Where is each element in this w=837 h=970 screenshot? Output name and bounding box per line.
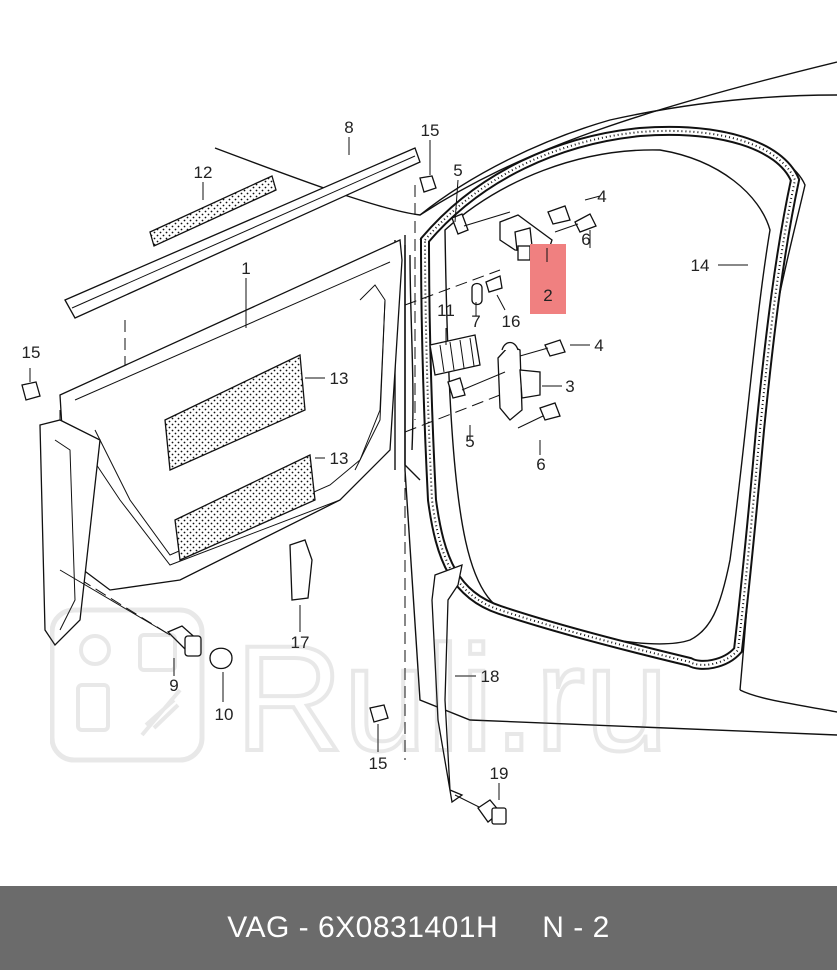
callout-6-mid: 6: [536, 455, 545, 474]
callout-2: 2: [543, 286, 552, 305]
part-10-cap: [209, 647, 233, 670]
door-shell: [39, 419, 171, 647]
callout-14: 14: [691, 256, 710, 275]
part-18-seal-strip: [431, 563, 464, 804]
part-13-pad-lower: [174, 454, 316, 561]
clips: [21, 175, 437, 723]
part-19-bolt: [454, 794, 507, 825]
callout-19: 19: [490, 764, 509, 783]
part-13-pad-upper: [164, 354, 306, 471]
callout-6-top: 6: [581, 230, 590, 249]
callout-5-top: 5: [453, 161, 462, 180]
callout-13-lower: 13: [330, 449, 349, 468]
callout-1: 1: [241, 259, 250, 278]
part-9-bolt: [166, 625, 202, 657]
callout-15-left: 15: [22, 343, 41, 362]
callout-16: 16: [502, 312, 521, 331]
part-11-stop: [429, 334, 481, 376]
callout-9: 9: [169, 676, 178, 695]
callout-10: 10: [215, 705, 234, 724]
callout-13-upper: 13: [330, 369, 349, 388]
part-8-strip: [64, 147, 421, 319]
callout-4-top: 4: [597, 187, 606, 206]
callout-11: 11: [437, 301, 455, 320]
callout-5-mid: 5: [465, 432, 474, 451]
callout-15-top: 15: [421, 121, 440, 140]
part-17-bracket: [289, 539, 313, 601]
callout-15-bottom: 15: [369, 754, 388, 773]
callout-12: 12: [194, 163, 213, 182]
part-2-highlight: [530, 244, 566, 314]
part-3-lower-hinge: [497, 341, 541, 421]
callout-3: 3: [565, 377, 574, 396]
part-number-label: VAG - 6X0831401H N - 2: [227, 911, 610, 944]
part-12-pad: [149, 175, 277, 247]
bolts: [447, 205, 597, 429]
footer-bar: VAG - 6X0831401H N - 2: [0, 886, 837, 970]
callout-18: 18: [481, 667, 500, 686]
callout-17: 17: [291, 633, 310, 652]
leader-lines: [29, 137, 748, 800]
parts-diagram: 8 12 1 15 5 4 6 2 14 11 7 16 4 3 5 6 13 …: [21, 61, 837, 825]
callout-7: 7: [471, 312, 480, 331]
callout-4-mid: 4: [594, 336, 603, 355]
part-2-upper-hinge: [499, 214, 553, 261]
callout-labels: 8 12 1 15 5 4 6 2 14 11 7 16 4 3 5 6 13 …: [22, 118, 710, 783]
callout-8: 8: [344, 118, 353, 137]
